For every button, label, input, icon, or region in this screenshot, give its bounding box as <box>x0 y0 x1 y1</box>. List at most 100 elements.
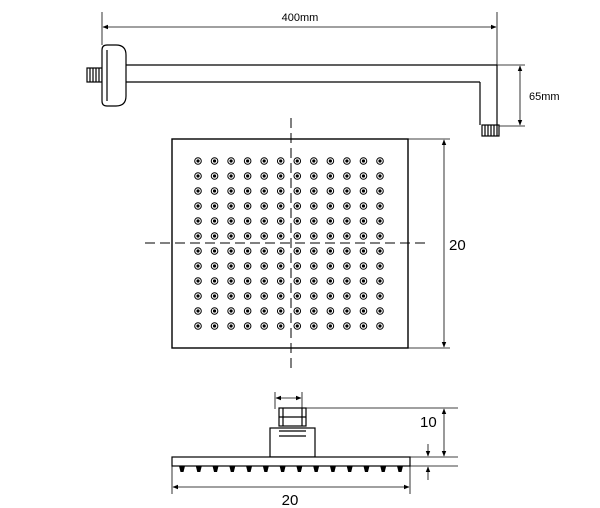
nozzle-hole <box>212 234 217 238</box>
nozzle-hole <box>212 174 217 178</box>
head-side-dimension <box>408 138 450 349</box>
nozzle-hole <box>345 264 349 268</box>
shower-head-side <box>171 407 411 467</box>
nozzle-hole <box>361 189 366 193</box>
nozzle-hole <box>378 249 382 253</box>
nozzle-hole <box>212 189 217 193</box>
nozzle-hole <box>196 219 200 223</box>
nozzle-hole <box>295 234 299 238</box>
nozzle-hole <box>262 324 266 328</box>
nozzle-hole <box>295 264 299 268</box>
bottom-nozzle <box>346 466 353 472</box>
nozzle-hole <box>279 189 283 193</box>
head-height-dimension <box>306 407 458 480</box>
nozzle-hole <box>279 174 283 178</box>
nozzle-hole <box>378 324 382 328</box>
nozzle-hole <box>312 204 316 208</box>
head-side-label: 20 <box>449 237 466 254</box>
nozzle-grid <box>194 157 384 330</box>
nozzle-hole <box>246 189 250 193</box>
nozzle-hole <box>328 204 332 208</box>
nozzle-hole <box>312 309 316 313</box>
nozzle-hole <box>229 204 233 208</box>
nozzle-hole <box>378 279 382 283</box>
bottom-nozzle <box>296 466 303 472</box>
ball-joint <box>269 427 316 458</box>
arm-drop-label: 65mm <box>529 91 560 103</box>
nozzle-hole <box>262 249 266 253</box>
nozzle-hole <box>262 159 266 163</box>
nozzle-hole <box>361 174 366 178</box>
nozzle-hole <box>345 324 349 328</box>
head-width-dimension <box>171 466 411 494</box>
nozzle-hole <box>328 249 332 253</box>
nozzle-hole <box>378 219 382 223</box>
nozzle-hole <box>345 189 349 193</box>
nozzle-hole <box>361 204 366 208</box>
nozzle-hole <box>229 249 233 253</box>
nozzle-hole <box>378 264 382 268</box>
bottom-nozzle <box>279 466 286 472</box>
nozzle-hole <box>312 234 316 238</box>
nozzle-hole <box>229 174 233 178</box>
bottom-nozzles <box>179 466 403 472</box>
nozzle-hole <box>295 324 299 328</box>
nozzle-hole <box>196 234 200 238</box>
nozzle-hole <box>328 324 332 328</box>
nozzle-hole <box>229 309 233 313</box>
nozzle-hole <box>196 159 200 163</box>
nozzle-hole <box>312 189 316 193</box>
nozzle-hole <box>262 174 266 178</box>
bottom-nozzle <box>229 466 236 472</box>
nozzle-hole <box>361 234 366 238</box>
nozzle-hole <box>196 264 200 268</box>
nozzle-hole <box>279 159 283 163</box>
center-lines <box>145 118 425 368</box>
nozzle-hole <box>229 159 233 163</box>
nozzle-hole <box>212 204 217 208</box>
nozzle-hole <box>246 204 250 208</box>
nozzle-hole <box>295 279 299 283</box>
nozzle-hole <box>279 279 283 283</box>
nozzle-hole <box>361 279 366 283</box>
nozzle-hole <box>328 309 332 313</box>
nozzle-hole <box>378 294 382 298</box>
nozzle-hole <box>262 264 266 268</box>
nozzle-hole <box>295 189 299 193</box>
nozzle-hole <box>212 159 217 163</box>
nozzle-hole <box>196 189 200 193</box>
nozzle-hole <box>345 234 349 238</box>
nozzle-hole <box>246 219 250 223</box>
nozzle-hole <box>328 159 332 163</box>
nozzle-hole <box>279 294 283 298</box>
nozzle-hole <box>312 294 316 298</box>
outlet-thread <box>481 124 500 137</box>
nozzle-hole <box>345 159 349 163</box>
nozzle-hole <box>378 174 382 178</box>
nozzle-hole <box>246 159 250 163</box>
nozzle-hole <box>246 309 250 313</box>
nozzle-hole <box>212 324 217 328</box>
nozzle-hole <box>361 309 366 313</box>
nozzle-hole <box>312 264 316 268</box>
head-height-label: 10 <box>420 414 437 431</box>
nozzle-hole <box>262 189 266 193</box>
nozzle-hole <box>378 204 382 208</box>
nozzle-hole <box>361 249 366 253</box>
nozzle-hole <box>312 219 316 223</box>
nozzle-hole <box>312 159 316 163</box>
nozzle-hole <box>212 264 217 268</box>
nozzle-hole <box>378 159 382 163</box>
shower-arm <box>86 44 500 137</box>
nozzle-hole <box>196 294 200 298</box>
bottom-nozzle <box>380 466 387 472</box>
bottom-nozzle <box>329 466 336 472</box>
nozzle-hole <box>279 324 283 328</box>
bottom-nozzle <box>313 466 320 472</box>
nozzle-hole <box>345 219 349 223</box>
arm-length-dimension <box>101 12 498 65</box>
nozzle-hole <box>328 219 332 223</box>
bottom-nozzle <box>195 466 202 472</box>
nozzle-hole <box>262 294 266 298</box>
